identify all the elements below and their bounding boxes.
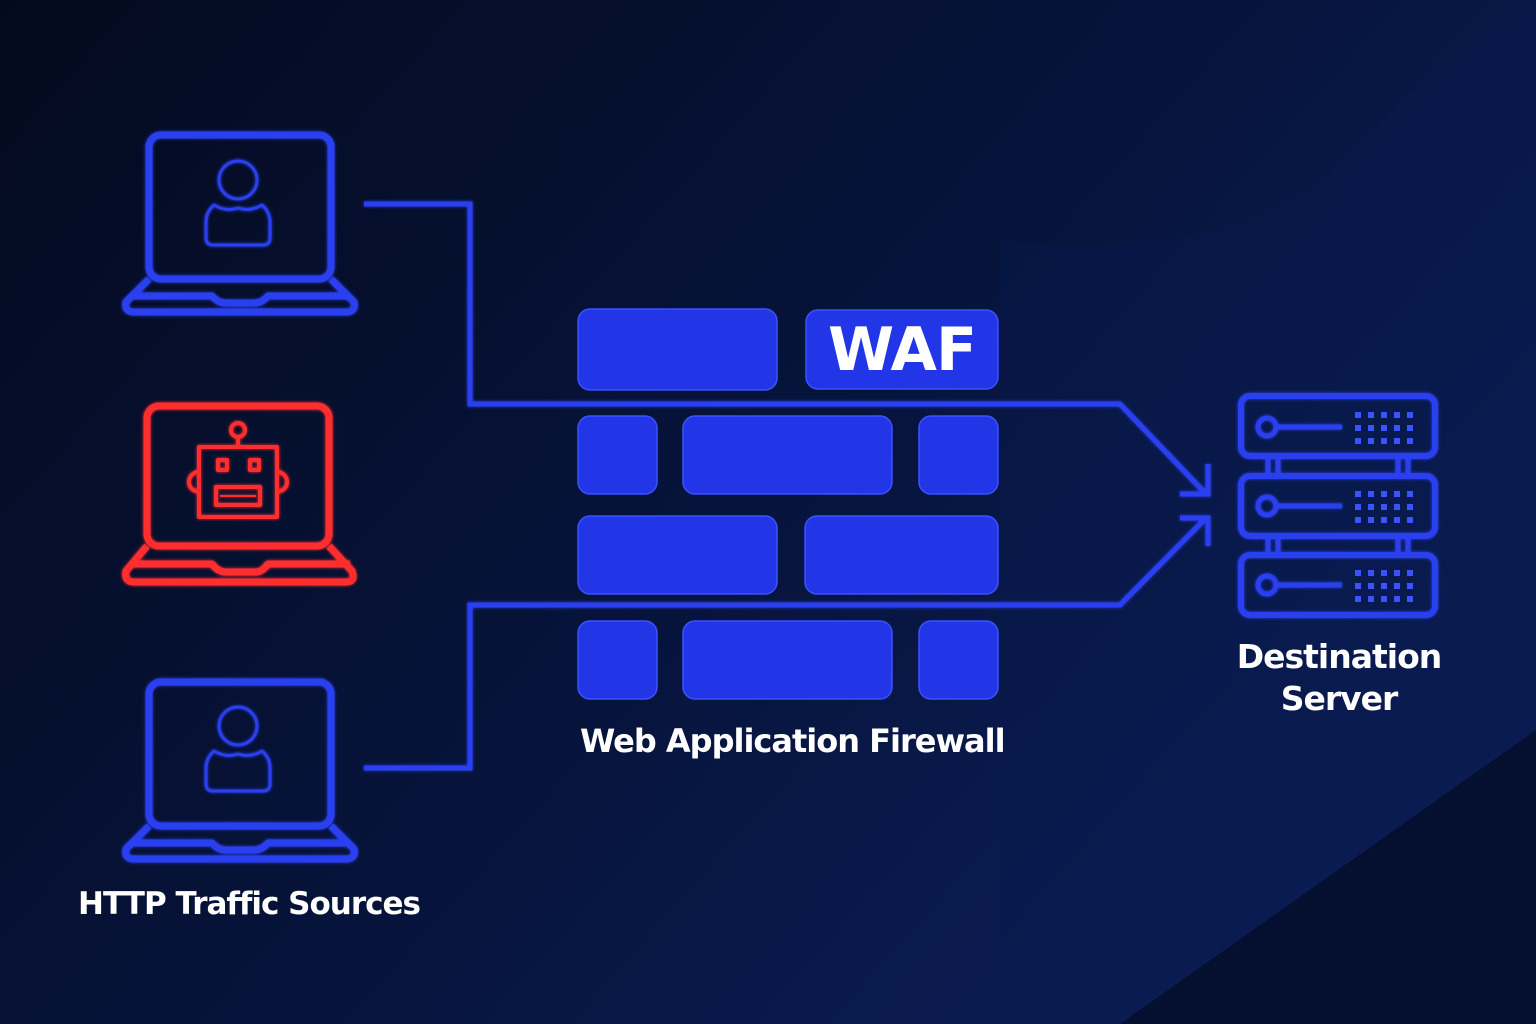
destination-label-line1: Destination	[1236, 637, 1443, 676]
status-light	[1368, 517, 1374, 523]
traffic-paths	[364, 201, 1211, 771]
status-light	[1394, 596, 1400, 602]
status-light	[1368, 491, 1374, 497]
status-light	[1381, 504, 1387, 510]
status-light	[1368, 504, 1374, 510]
status-light	[1355, 517, 1361, 523]
laptop-user-icon	[122, 131, 358, 316]
brick	[918, 620, 999, 700]
brick	[918, 415, 999, 495]
robot-icon	[187, 421, 289, 519]
status-light	[1381, 583, 1387, 589]
status-light	[1381, 438, 1387, 444]
status-light	[1368, 425, 1374, 431]
status-light	[1381, 517, 1387, 523]
status-light	[1368, 596, 1374, 602]
status-light	[1394, 517, 1400, 523]
status-light	[1368, 438, 1374, 444]
destination-label: Destination Server	[1236, 636, 1443, 720]
allowed-path-top	[364, 201, 1208, 496]
status-light	[1407, 596, 1413, 602]
status-light	[1368, 583, 1374, 589]
firewall-label: Web Application Firewall	[580, 722, 1006, 760]
brick	[577, 620, 658, 700]
brick	[577, 515, 778, 595]
status-light	[1394, 491, 1400, 497]
brick	[577, 415, 658, 495]
user-icon	[204, 159, 272, 247]
destination-label-line2: Server	[1280, 679, 1399, 718]
status-light	[1355, 596, 1361, 602]
allowed-path-bottom	[364, 516, 1208, 771]
status-light	[1355, 504, 1361, 510]
status-light	[1368, 412, 1374, 418]
status-light	[1355, 583, 1361, 589]
status-light	[1407, 438, 1413, 444]
server-rack-icon	[1238, 393, 1438, 618]
arrow-head-icon	[1180, 515, 1211, 546]
status-light	[1407, 570, 1413, 576]
status-light	[1407, 491, 1413, 497]
brick	[682, 415, 893, 495]
arrow-head-icon	[1180, 464, 1211, 497]
status-light	[1394, 438, 1400, 444]
status-light	[1355, 438, 1361, 444]
status-light	[1394, 412, 1400, 418]
status-light	[1407, 412, 1413, 418]
brick	[682, 620, 893, 700]
status-light	[1381, 491, 1387, 497]
status-light	[1407, 517, 1413, 523]
waf-badge-label: WAF	[828, 314, 977, 385]
status-light	[1355, 412, 1361, 418]
status-light	[1355, 491, 1361, 497]
server-status-lights	[1355, 412, 1413, 602]
status-light	[1381, 425, 1387, 431]
user-icon	[204, 705, 272, 793]
status-light	[1355, 570, 1361, 576]
status-light	[1381, 570, 1387, 576]
status-light	[1407, 583, 1413, 589]
status-light	[1394, 504, 1400, 510]
status-light	[1394, 425, 1400, 431]
sources-label: HTTP Traffic Sources	[78, 886, 421, 922]
status-light	[1407, 504, 1413, 510]
brick-wall-icon	[577, 308, 999, 700]
status-light	[1381, 596, 1387, 602]
status-light	[1394, 583, 1400, 589]
laptop-user-icon	[122, 678, 358, 863]
laptop-robot-icon	[122, 402, 357, 586]
status-light	[1381, 412, 1387, 418]
status-light	[1355, 425, 1361, 431]
brick	[804, 515, 999, 595]
brick	[577, 308, 778, 391]
status-light	[1407, 425, 1413, 431]
status-light	[1394, 570, 1400, 576]
status-light	[1368, 570, 1374, 576]
waf-badge	[805, 309, 999, 390]
